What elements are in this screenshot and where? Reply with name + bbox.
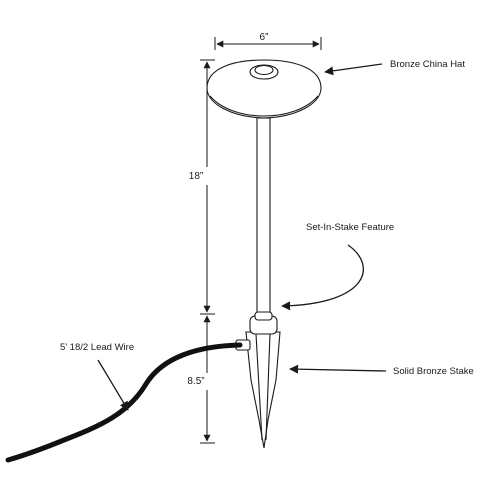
callout-stake-label: Solid Bronze Stake <box>393 366 474 377</box>
height-dimension-label: 18” <box>189 171 203 182</box>
width-dimension-label: 6” <box>260 32 269 43</box>
stake-collar-cap <box>254 311 273 321</box>
callout-wire-label: 5’ 18/2 Lead Wire <box>60 342 134 353</box>
width-dimension <box>214 37 322 50</box>
shade-rim <box>209 95 319 117</box>
stake-body <box>245 331 281 449</box>
callout-feature-label: Set-In-Stake Feature <box>306 222 394 233</box>
callout-hat-arrow <box>324 63 383 76</box>
callout-hat-label: Bronze China Hat <box>390 59 465 70</box>
shade-dome <box>206 59 322 119</box>
height-dimension <box>200 59 215 315</box>
shade-finial-top <box>254 64 274 76</box>
callout-stake-arrow <box>289 364 387 374</box>
callout-wire-arrow <box>97 359 129 411</box>
stake-dimension-label: 8.5” <box>187 376 204 387</box>
stem <box>256 117 271 319</box>
stem-tube <box>256 117 271 319</box>
stake-fin-left <box>255 333 263 441</box>
callout-feature-arrow <box>281 244 364 311</box>
stake-fin-right <box>265 333 271 441</box>
stake-dimension <box>200 315 215 444</box>
china-hat-shade <box>206 59 322 119</box>
stake <box>235 311 281 449</box>
